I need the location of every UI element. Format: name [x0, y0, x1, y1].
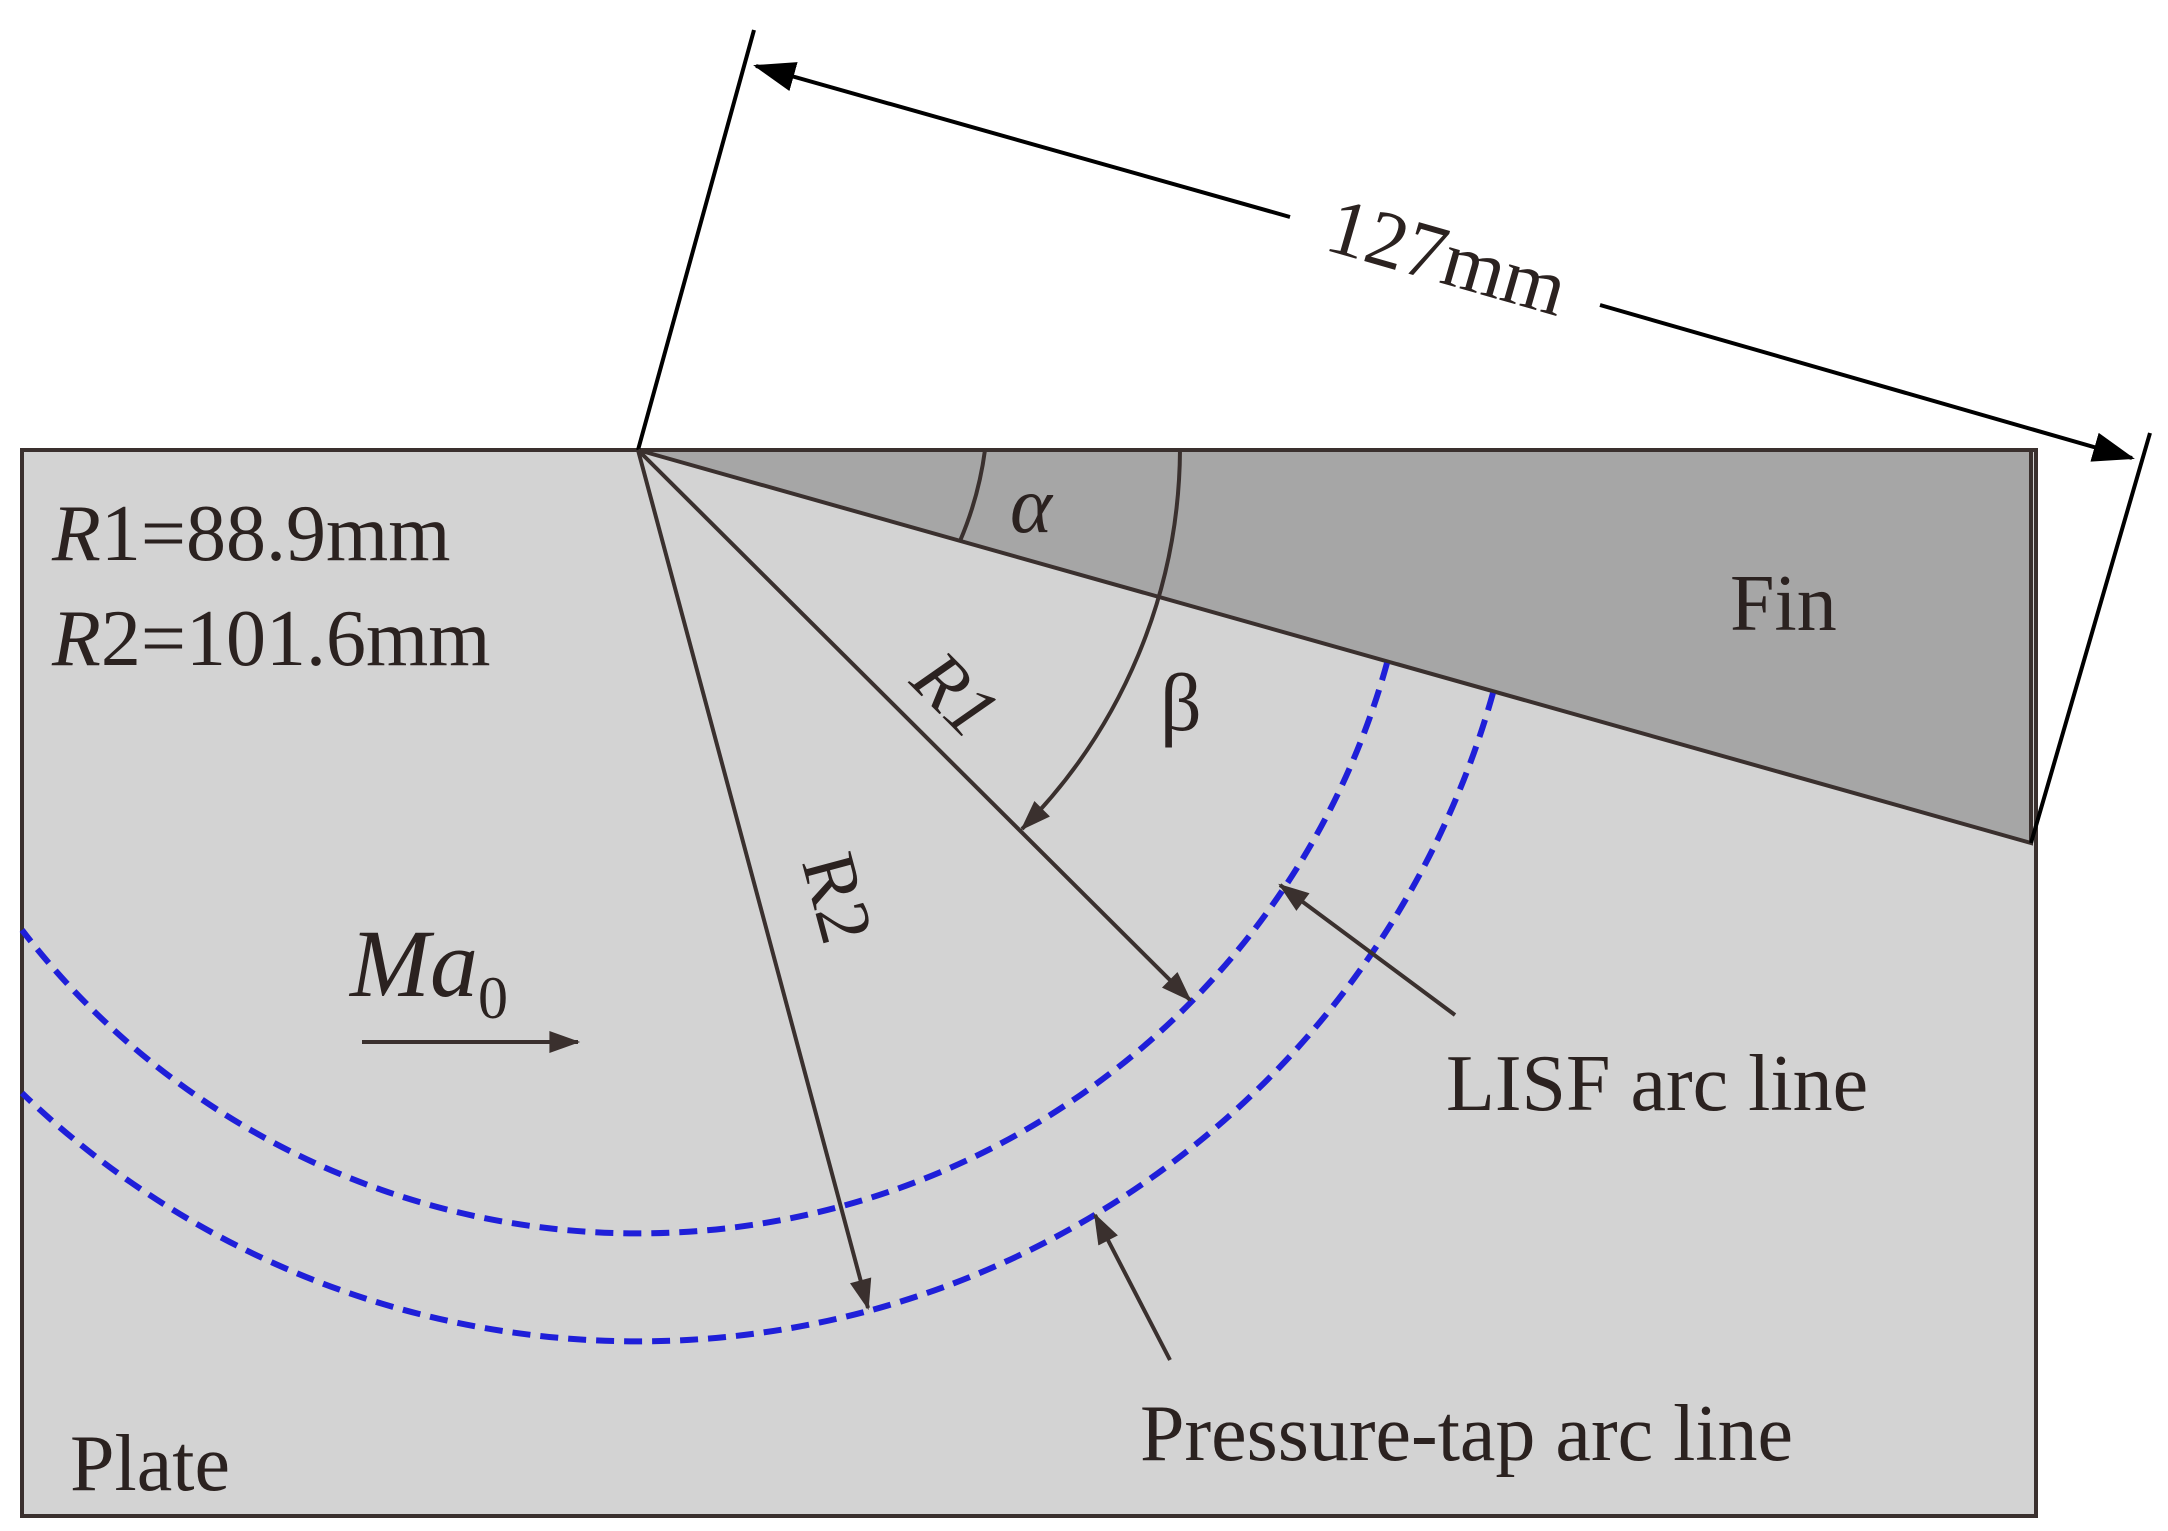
lisf-callout-arrow	[1278, 883, 1457, 1017]
r1-prefix: R	[51, 490, 101, 578]
r2-prefix: R	[51, 595, 101, 683]
lisf-label: LISF arc line	[1446, 1040, 1868, 1128]
mach-subscript: 0	[478, 965, 508, 1031]
dimension-extension-right	[2029, 432, 2152, 844]
pressure-tap-callout-arrow	[1093, 1213, 1172, 1361]
alpha-arc	[958, 449, 987, 542]
r1-radius-line	[636, 448, 1192, 1002]
dimension-extension-left	[636, 29, 756, 451]
pressure-tap-label: Pressure-tap arc line	[1140, 1390, 1793, 1478]
r2-value-text: R2=101.6mm	[51, 595, 490, 683]
dimension-label: 127mm	[1317, 182, 1576, 334]
beta-label: β	[1160, 657, 1202, 748]
plate-label: Plate	[70, 1420, 230, 1508]
fin	[637, 448, 2033, 846]
mach-label: Ma0	[348, 910, 508, 1031]
mach-base: Ma	[348, 910, 478, 1017]
r2-value: 2=101.6mm	[101, 595, 491, 683]
beta-arc	[1020, 449, 1182, 831]
dimension-line-right	[1599, 303, 2135, 462]
fin-label: Fin	[1730, 560, 1837, 648]
dimension-line-left	[753, 62, 1291, 219]
r2-radius-line	[636, 449, 872, 1311]
r1-value: 1=88.9mm	[101, 490, 451, 578]
alpha-label: α	[1010, 462, 1054, 550]
r1-value-text: R1=88.9mm	[51, 490, 450, 578]
